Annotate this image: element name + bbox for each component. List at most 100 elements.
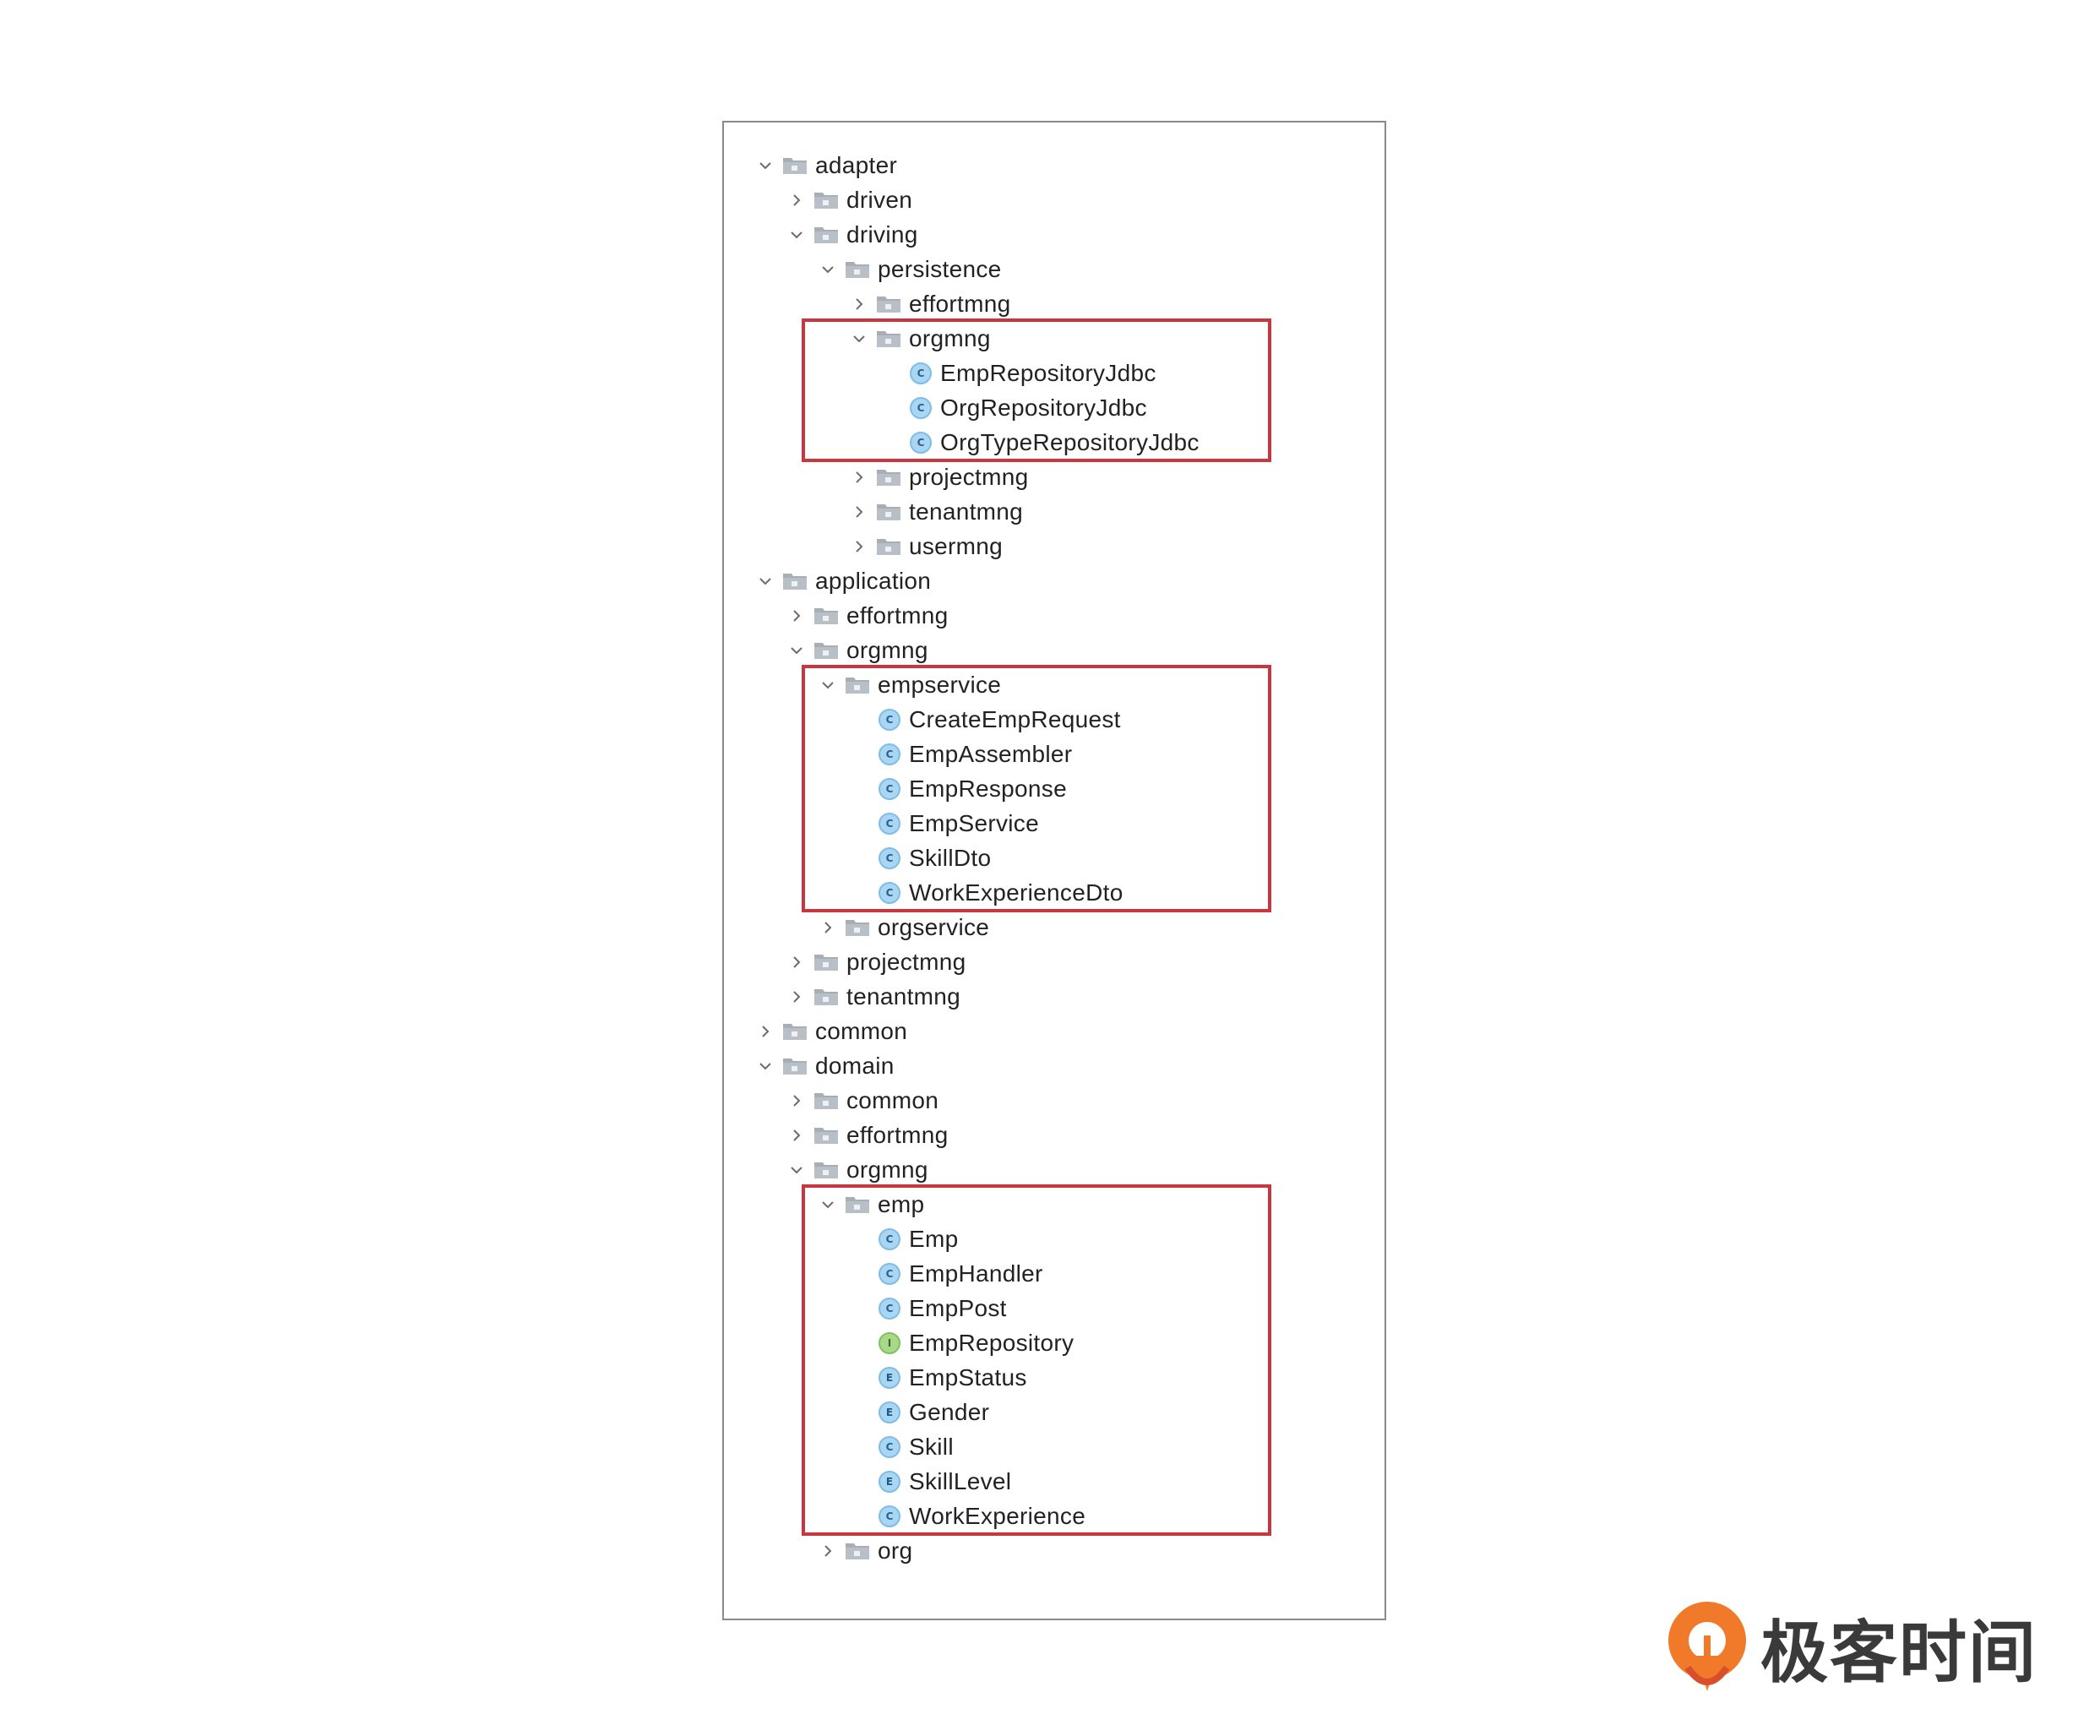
chevron-right-icon[interactable] bbox=[782, 948, 811, 977]
folder-icon bbox=[813, 951, 840, 973]
tree-folder-row[interactable]: tenantmng bbox=[724, 979, 1385, 1014]
folder-icon bbox=[781, 155, 808, 177]
tree-folder-row[interactable]: adapter bbox=[724, 148, 1385, 182]
interface-icon: I bbox=[879, 1331, 900, 1354]
watermark-text: 极客时间 bbox=[1760, 1614, 2037, 1692]
tree-folder-row[interactable]: orgservice bbox=[724, 910, 1385, 944]
folder-icon bbox=[844, 1540, 871, 1562]
tree-folder-row[interactable]: application bbox=[724, 563, 1385, 598]
tree-item-label: EmpPost bbox=[909, 1294, 1007, 1321]
tree-folder-row[interactable]: effortmng bbox=[724, 1118, 1385, 1152]
tree-file-row[interactable]: E Gender bbox=[724, 1395, 1385, 1429]
chevron-right-icon[interactable] bbox=[782, 601, 811, 630]
tree-folder-row[interactable]: usermng bbox=[724, 529, 1385, 563]
tree-folder-row[interactable]: projectmng bbox=[724, 460, 1385, 494]
tree-item-label: org bbox=[878, 1537, 913, 1564]
tree-item-label: EmpRepositoryJdbc bbox=[940, 359, 1156, 386]
folder-icon bbox=[813, 224, 840, 246]
tree-item-label: projectmng bbox=[909, 463, 1029, 490]
tree-folder-row[interactable]: empservice bbox=[724, 667, 1385, 702]
chevron-down-icon[interactable] bbox=[751, 1052, 780, 1080]
tree-folder-row[interactable]: orgmng bbox=[724, 321, 1385, 356]
tree-folder-row[interactable]: common bbox=[724, 1083, 1385, 1118]
chevron-right-icon[interactable] bbox=[845, 498, 873, 526]
tree-folder-row[interactable]: tenantmng bbox=[724, 494, 1385, 529]
chevron-right-icon[interactable] bbox=[782, 1086, 811, 1115]
tree-file-row[interactable]: C WorkExperienceDto bbox=[724, 875, 1385, 910]
folder-icon bbox=[813, 1124, 840, 1146]
chevron-down-icon[interactable] bbox=[782, 220, 811, 249]
tree-folder-row[interactable]: effortmng bbox=[724, 598, 1385, 633]
tree-folder-row[interactable]: driving bbox=[724, 217, 1385, 252]
chevron-right-icon[interactable] bbox=[782, 982, 811, 1011]
chevron-down-icon[interactable] bbox=[813, 255, 842, 284]
tree-item-label: EmpAssembler bbox=[909, 740, 1073, 767]
tree-folder-row[interactable]: domain bbox=[724, 1048, 1385, 1083]
tree-folder-row[interactable]: persistence bbox=[724, 252, 1385, 286]
chevron-right-icon[interactable] bbox=[813, 1537, 842, 1565]
chevron-right-icon[interactable] bbox=[751, 1017, 780, 1046]
chevron-right-icon[interactable] bbox=[782, 186, 811, 215]
tree-item-label: tenantmng bbox=[909, 498, 1024, 525]
folder-icon bbox=[781, 1020, 808, 1042]
folder-icon bbox=[813, 1159, 840, 1181]
chevron-down-icon[interactable] bbox=[751, 151, 780, 180]
class-icon: C bbox=[879, 812, 900, 835]
tree-folder-row[interactable]: common bbox=[724, 1014, 1385, 1048]
tree-folder-row[interactable]: driven bbox=[724, 182, 1385, 217]
folder-icon bbox=[813, 189, 840, 211]
chevron-right-icon[interactable] bbox=[813, 913, 842, 942]
tree-folder-row[interactable]: effortmng bbox=[724, 286, 1385, 321]
chevron-down-icon[interactable] bbox=[813, 671, 842, 699]
chevron-down-icon[interactable] bbox=[782, 636, 811, 665]
tree-item-label: effortmng bbox=[846, 1121, 949, 1148]
folder-icon bbox=[781, 570, 808, 592]
chevron-right-icon[interactable] bbox=[845, 463, 873, 492]
tree-item-label: WorkExperienceDto bbox=[909, 879, 1123, 906]
tree-item-label: orgservice bbox=[878, 913, 990, 940]
tree-item-label: OrgRepositoryJdbc bbox=[940, 394, 1147, 421]
class-icon: C bbox=[879, 881, 900, 904]
tree-item-label: CreateEmpRequest bbox=[909, 705, 1121, 732]
tree-item-label: Gender bbox=[909, 1398, 990, 1425]
tree-folder-row[interactable]: orgmng bbox=[724, 1152, 1385, 1187]
chevron-down-icon[interactable] bbox=[751, 567, 780, 596]
chevron-right-icon[interactable] bbox=[782, 1121, 811, 1150]
tree-item-label: tenantmng bbox=[846, 982, 961, 1009]
enum-icon: E bbox=[879, 1401, 900, 1423]
folder-icon bbox=[875, 466, 902, 488]
tree-folder-row[interactable]: org bbox=[724, 1533, 1385, 1568]
chevron-right-icon[interactable] bbox=[845, 290, 873, 318]
chevron-down-icon[interactable] bbox=[845, 324, 873, 353]
watermark-logo: 极客时间 bbox=[1662, 1597, 2037, 1698]
tree-item-label: projectmng bbox=[846, 948, 966, 975]
tree-folder-row[interactable]: projectmng bbox=[724, 944, 1385, 979]
tree-item-label: usermng bbox=[909, 532, 1004, 559]
tree-item-label: emp bbox=[878, 1190, 925, 1217]
chevron-right-icon[interactable] bbox=[845, 532, 873, 561]
tree-item-label: persistence bbox=[878, 255, 1002, 282]
chevron-down-icon[interactable] bbox=[813, 1190, 842, 1219]
tree-item-label: OrgTypeRepositoryJdbc bbox=[940, 428, 1200, 455]
chevron-down-icon[interactable] bbox=[782, 1156, 811, 1184]
tree-item-label: orgmng bbox=[846, 636, 928, 663]
tree-folder-row[interactable]: orgmng bbox=[724, 633, 1385, 667]
tree-folder-row[interactable]: emp bbox=[724, 1187, 1385, 1222]
